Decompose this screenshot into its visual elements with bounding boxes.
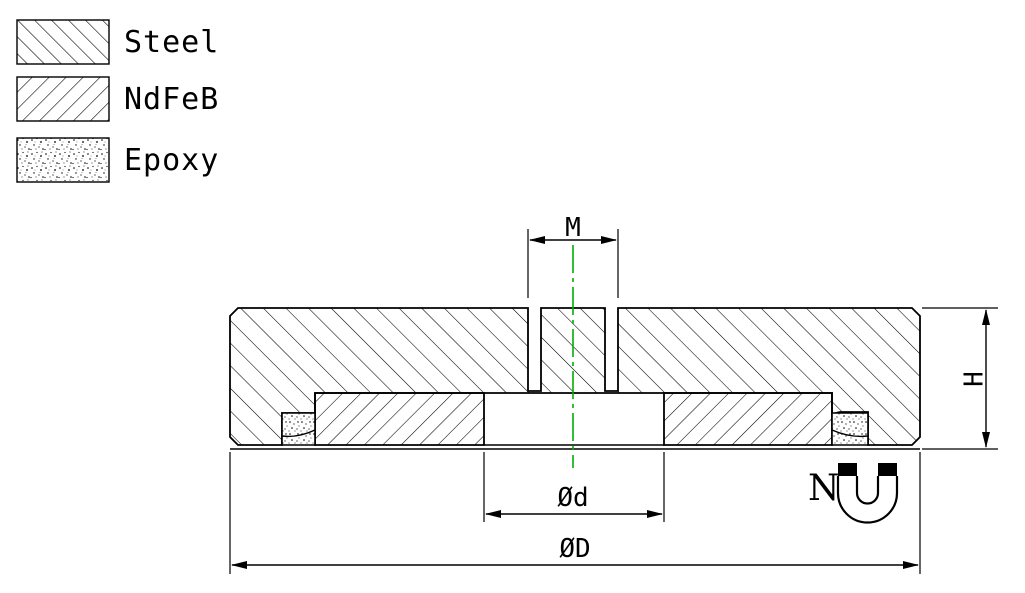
outer-diameter-label: ØD — [559, 534, 590, 564]
steel-hatch-swatch — [16, 19, 110, 65]
height-dimension-label: H — [960, 371, 990, 387]
inner-diameter-label: Ød — [557, 483, 588, 513]
legend-label-epoxy: Epoxy — [124, 142, 220, 178]
epoxy-stipple-swatch — [16, 137, 110, 183]
thread-dimension-label: M — [565, 213, 581, 243]
ndfeb-ring-right — [663, 392, 833, 446]
horseshoe-magnet-icon — [836, 463, 899, 524]
north-pole-label: N — [808, 468, 840, 509]
epoxy-fillet-left — [281, 412, 316, 446]
legend-item-epoxy: Epoxy — [16, 136, 219, 184]
legend-item-steel: Steel — [16, 18, 219, 66]
ndfeb-hatch-swatch — [16, 76, 110, 122]
legend-item-ndfeb: NdFeB — [16, 75, 219, 123]
epoxy-meniscus-right — [831, 429, 869, 438]
ndfeb-ring-left — [314, 392, 485, 446]
epoxy-fillet-right — [831, 412, 869, 446]
epoxy-meniscus-left — [281, 429, 316, 438]
legend-label-ndfeb: NdFeB — [124, 81, 220, 117]
legend-label-steel: Steel — [124, 24, 220, 60]
